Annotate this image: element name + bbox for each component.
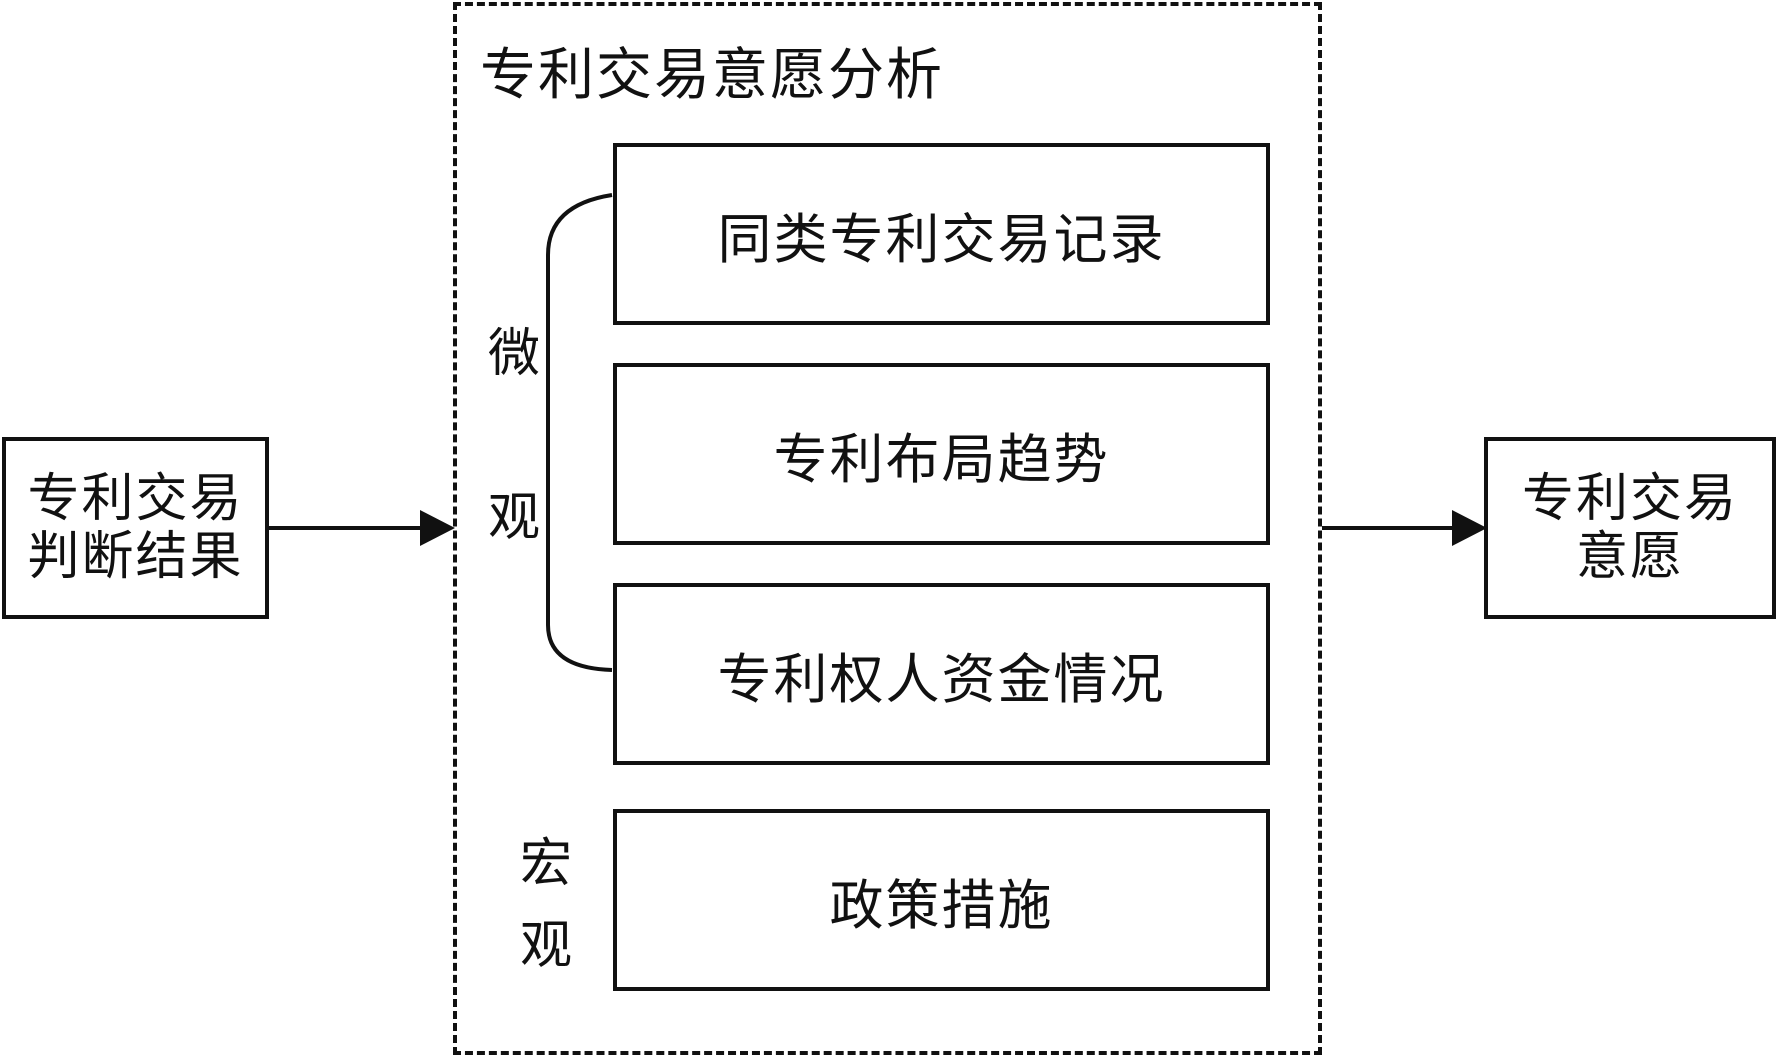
micro-label-char-2: 观 [488, 488, 541, 548]
output-node-line-1: 专利交易 [1521, 468, 1738, 529]
micro-label-char-1: 微 [488, 324, 541, 384]
analysis-item-1: 同类专利交易记录 [613, 143, 1270, 325]
output-arrow [1322, 510, 1487, 546]
analysis-container [453, 2, 1322, 1055]
output-node-line-2: 意愿 [1575, 527, 1684, 587]
input-node-line-2: 判断结果 [27, 527, 244, 587]
macro-label-char-1: 宏 [520, 834, 573, 894]
analysis-title: 专利交易意愿分析 [480, 43, 944, 108]
analysis-item-3-label: 专利权人资金情况 [717, 647, 1166, 711]
input-arrow [269, 510, 455, 546]
analysis-item-4-label: 政策措施 [829, 873, 1054, 937]
analysis-item-1-label: 同类专利交易记录 [717, 207, 1166, 271]
input-node: 专利交易 判断结果 [2, 437, 269, 619]
analysis-item-2: 专利布局趋势 [613, 363, 1270, 545]
input-node-line-1: 专利交易 [27, 468, 244, 529]
output-node: 专利交易 意愿 [1484, 437, 1776, 619]
analysis-item-2-label: 专利布局趋势 [773, 427, 1110, 491]
input-node-text: 专利交易 判断结果 [27, 468, 244, 587]
macro-label-char-2: 观 [520, 916, 573, 976]
analysis-item-3: 专利权人资金情况 [613, 583, 1270, 765]
analysis-item-4: 政策措施 [613, 809, 1270, 991]
output-node-text: 专利交易 意愿 [1521, 468, 1738, 587]
